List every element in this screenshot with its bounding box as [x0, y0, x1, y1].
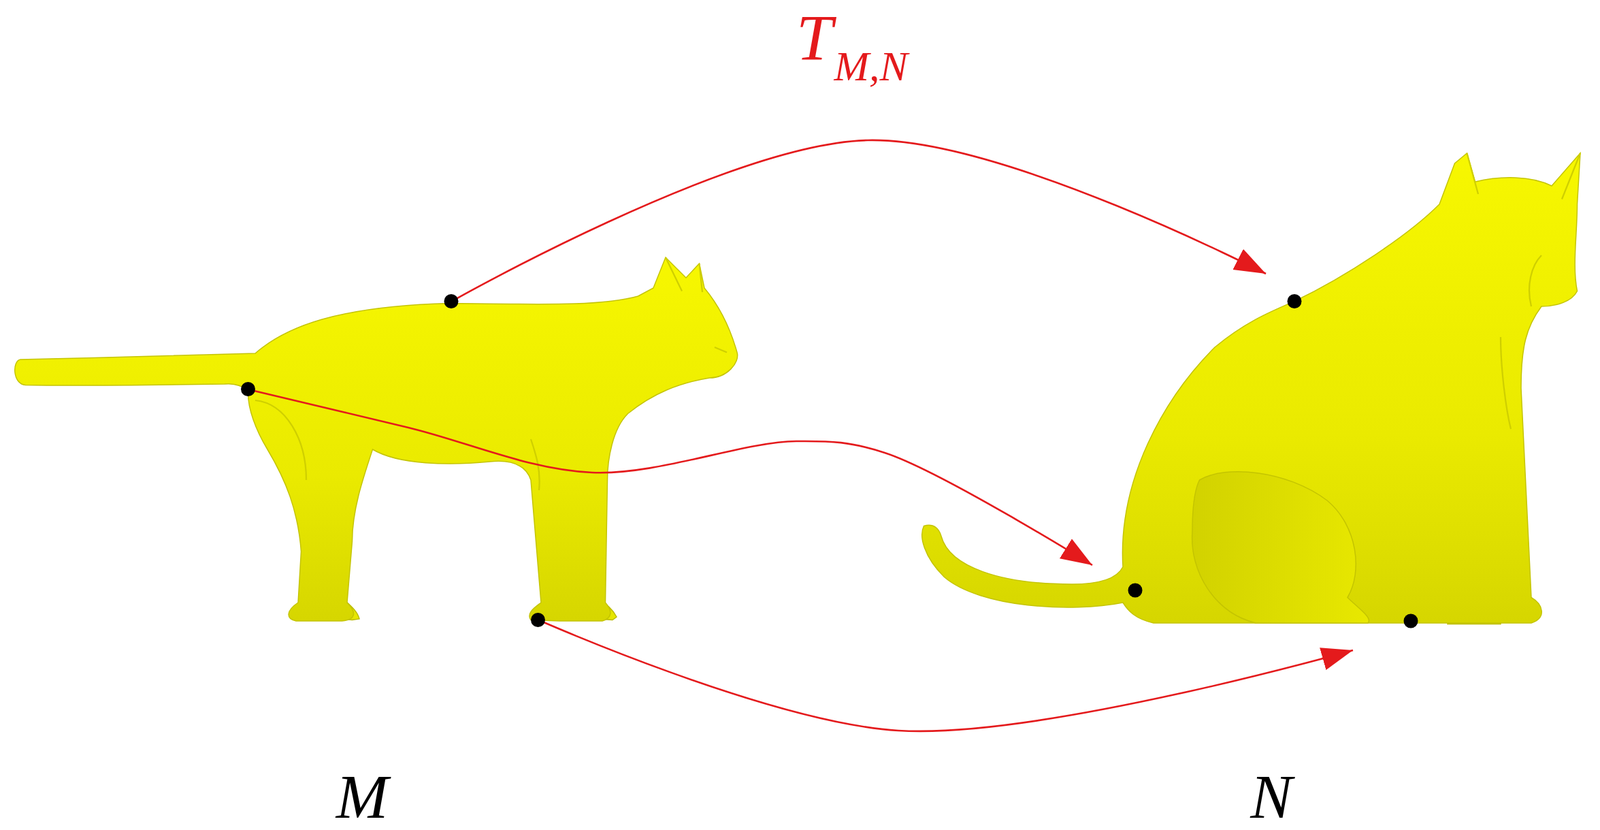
point-dot	[530, 612, 546, 627]
point-dot	[1128, 583, 1143, 598]
map-subscript: M,N	[833, 42, 908, 90]
point-dot	[1403, 613, 1419, 629]
point-dot	[240, 381, 256, 397]
shading-line	[255, 257, 727, 491]
shading-line	[1467, 153, 1581, 429]
standing-cat	[14, 257, 738, 621]
cat-body	[922, 153, 1581, 623]
mapping-arrow	[451, 140, 1266, 302]
mapping-arrow	[248, 389, 1093, 565]
hind-leg	[1192, 471, 1370, 623]
map-label: TM,N	[796, 5, 908, 71]
sitting-cat	[922, 153, 1581, 625]
shape-node: N	[898, 146, 1590, 830]
cat-body	[14, 257, 738, 621]
point-dot	[1287, 294, 1302, 309]
point-dot	[444, 294, 459, 309]
shape-name: N	[1250, 764, 1292, 828]
shape-name: M	[336, 764, 389, 828]
mapping-arrow	[537, 619, 1353, 731]
shape-node: M	[13, 245, 746, 830]
map-symbol: T	[796, 1, 833, 75]
